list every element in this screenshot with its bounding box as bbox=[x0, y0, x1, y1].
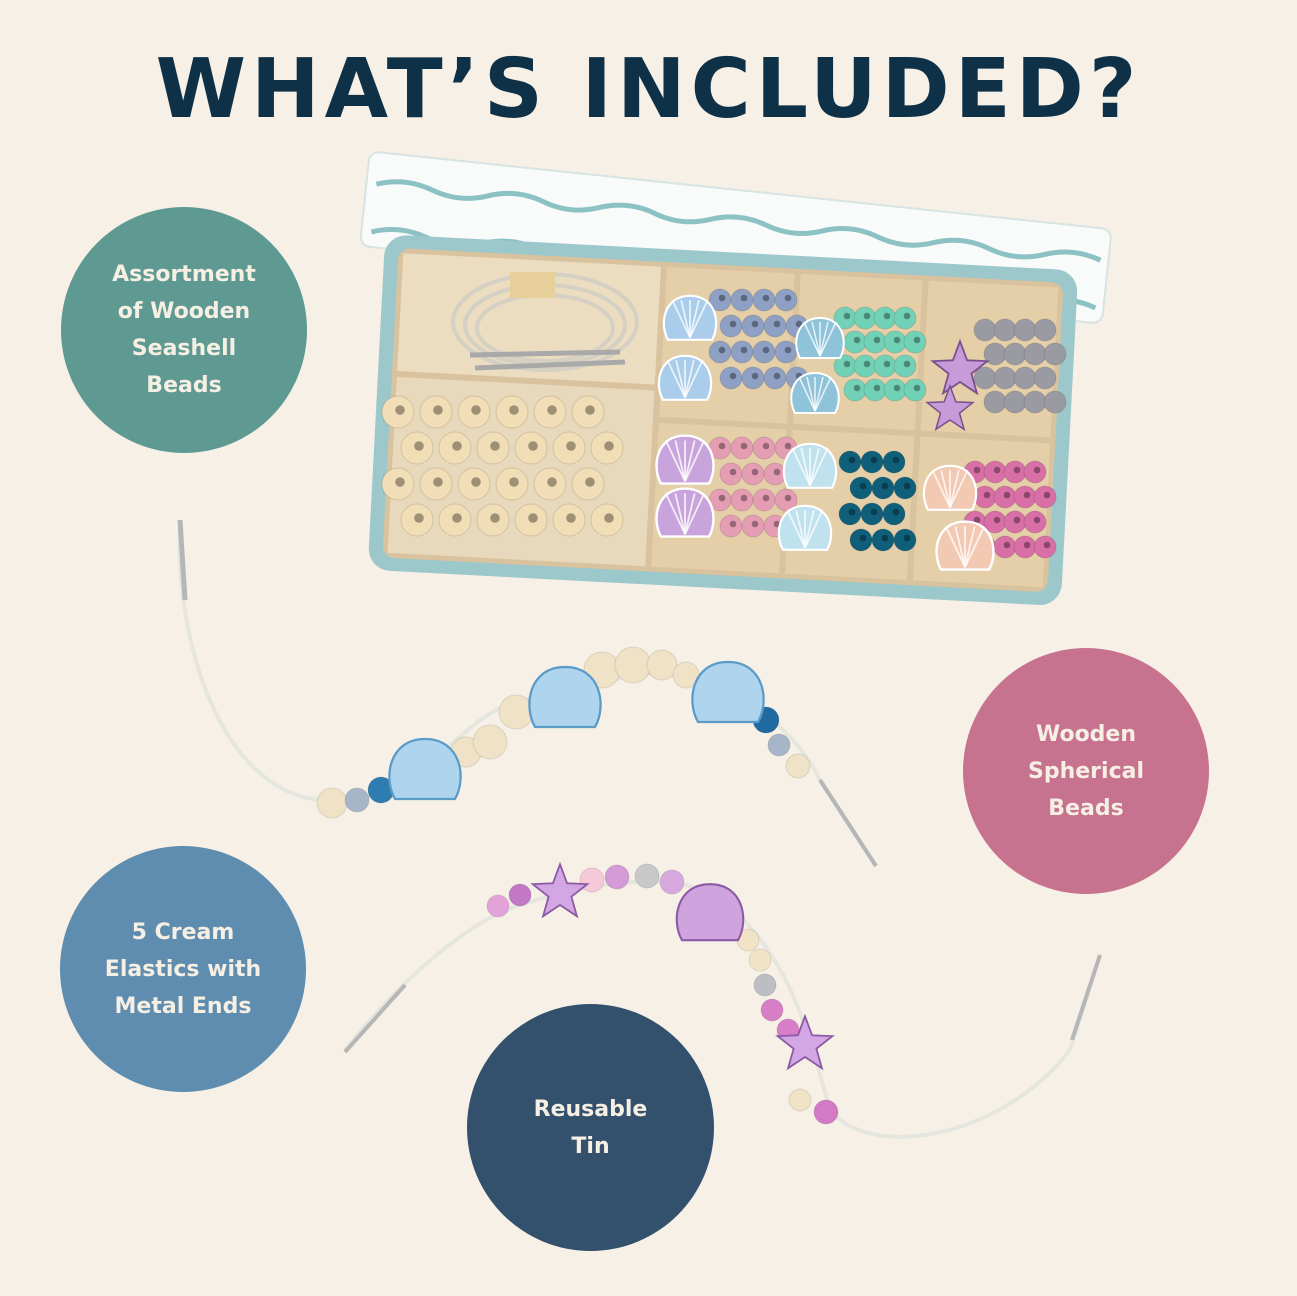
callout-elastics: 5 Cream Elastics with Metal Ends bbox=[60, 846, 306, 1092]
page-title: WHAT’S INCLUDED? bbox=[155, 42, 1142, 137]
callout-spherical-beads: Wooden Spherical Beads bbox=[963, 648, 1209, 894]
callout-reusable-tin: Reusable Tin bbox=[467, 1004, 714, 1251]
bead-assortment bbox=[381, 288, 1067, 571]
bracelet-strands bbox=[177, 519, 1102, 1139]
elastic-coil bbox=[451, 272, 639, 372]
callout-seashell-beads: Assortment of Wooden Seashell Beads bbox=[61, 207, 307, 453]
